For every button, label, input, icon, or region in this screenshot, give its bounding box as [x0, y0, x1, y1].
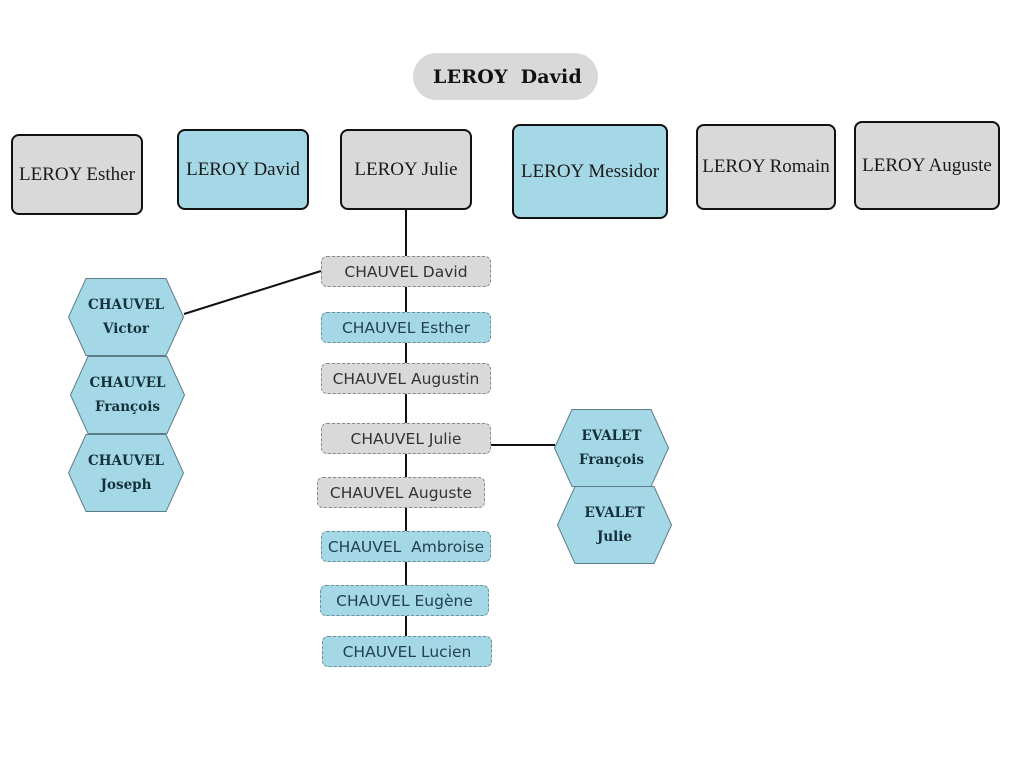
child-node-chauvel-augustin[interactable]: CHAUVEL Augustin: [321, 363, 491, 394]
child-node-chauvel-eugene[interactable]: CHAUVEL Eugène: [320, 585, 489, 616]
hex-given-name: Julie: [596, 529, 633, 545]
parent-node-label: LEROY Auguste: [862, 154, 992, 176]
child-node-label: CHAUVEL David: [344, 262, 468, 281]
root-person-label: LEROY David: [433, 65, 582, 88]
child-node-chauvel-lucien[interactable]: CHAUVEL Lucien: [322, 636, 492, 667]
parent-node-leroy-auguste[interactable]: LEROY Auguste: [854, 121, 1000, 210]
parent-node-leroy-messidor[interactable]: LEROY Messidor: [512, 124, 668, 219]
parent-node-leroy-esther[interactable]: LEROY Esther: [11, 134, 143, 215]
child-node-label: CHAUVEL Eugène: [336, 591, 473, 610]
hex-given-name: Joseph: [100, 477, 152, 493]
hex-node-chauvel-francois[interactable]: CHAUVEL François: [69, 356, 186, 434]
parent-node-leroy-romain[interactable]: LEROY Romain: [696, 124, 836, 210]
hexagon-shape: [67, 434, 185, 512]
hex-surname: CHAUVEL: [87, 453, 164, 469]
child-node-label: CHAUVEL Lucien: [342, 642, 472, 661]
hex-surname: CHAUVEL: [89, 375, 166, 391]
parent-node-label: LEROY Romain: [702, 156, 830, 177]
parent-node-label: LEROY David: [186, 158, 300, 180]
hexagon-shape: [556, 486, 673, 564]
hex-given-name: Victor: [103, 321, 149, 337]
hex-node-evalet-julie[interactable]: EVALET Julie: [556, 486, 673, 564]
parent-node-label: LEROY Julie: [354, 158, 458, 180]
child-node-chauvel-auguste[interactable]: CHAUVEL Auguste: [317, 477, 485, 508]
connector-chauvel-david-to-victor: [183, 270, 322, 315]
parent-node-label: LEROY Messidor: [520, 160, 660, 182]
child-node-chauvel-esther[interactable]: CHAUVEL Esther: [321, 312, 491, 343]
hexagon-shape: [69, 356, 186, 434]
hex-surname: EVALET: [584, 505, 645, 521]
hex-surname: EVALET: [581, 428, 642, 444]
hex-node-evalet-francois[interactable]: EVALET François: [553, 409, 670, 487]
hex-given-name: François: [579, 452, 644, 468]
hex-node-chauvel-joseph[interactable]: CHAUVEL Joseph: [67, 434, 185, 512]
child-node-label: CHAUVEL Ambroise: [327, 537, 485, 556]
child-node-chauvel-julie[interactable]: CHAUVEL Julie: [321, 423, 491, 454]
child-node-chauvel-ambroise[interactable]: CHAUVEL Ambroise: [321, 531, 491, 562]
hex-surname: CHAUVEL: [87, 297, 164, 313]
child-node-label: CHAUVEL Esther: [341, 318, 471, 337]
parent-node-label: LEROY Esther: [19, 163, 135, 185]
child-node-label: CHAUVEL Julie: [350, 429, 462, 448]
child-node-label: CHAUVEL Auguste: [329, 483, 473, 502]
child-node-chauvel-david[interactable]: CHAUVEL David: [321, 256, 491, 287]
root-person-title: LEROY David: [413, 53, 598, 100]
parent-node-leroy-julie[interactable]: LEROY Julie: [340, 129, 472, 210]
hex-node-chauvel-victor[interactable]: CHAUVEL Victor: [67, 278, 185, 356]
hex-given-name: François: [95, 399, 160, 415]
parent-node-leroy-david[interactable]: LEROY David: [177, 129, 309, 210]
hexagon-shape: [67, 278, 185, 356]
child-node-label: CHAUVEL Augustin: [332, 369, 480, 388]
